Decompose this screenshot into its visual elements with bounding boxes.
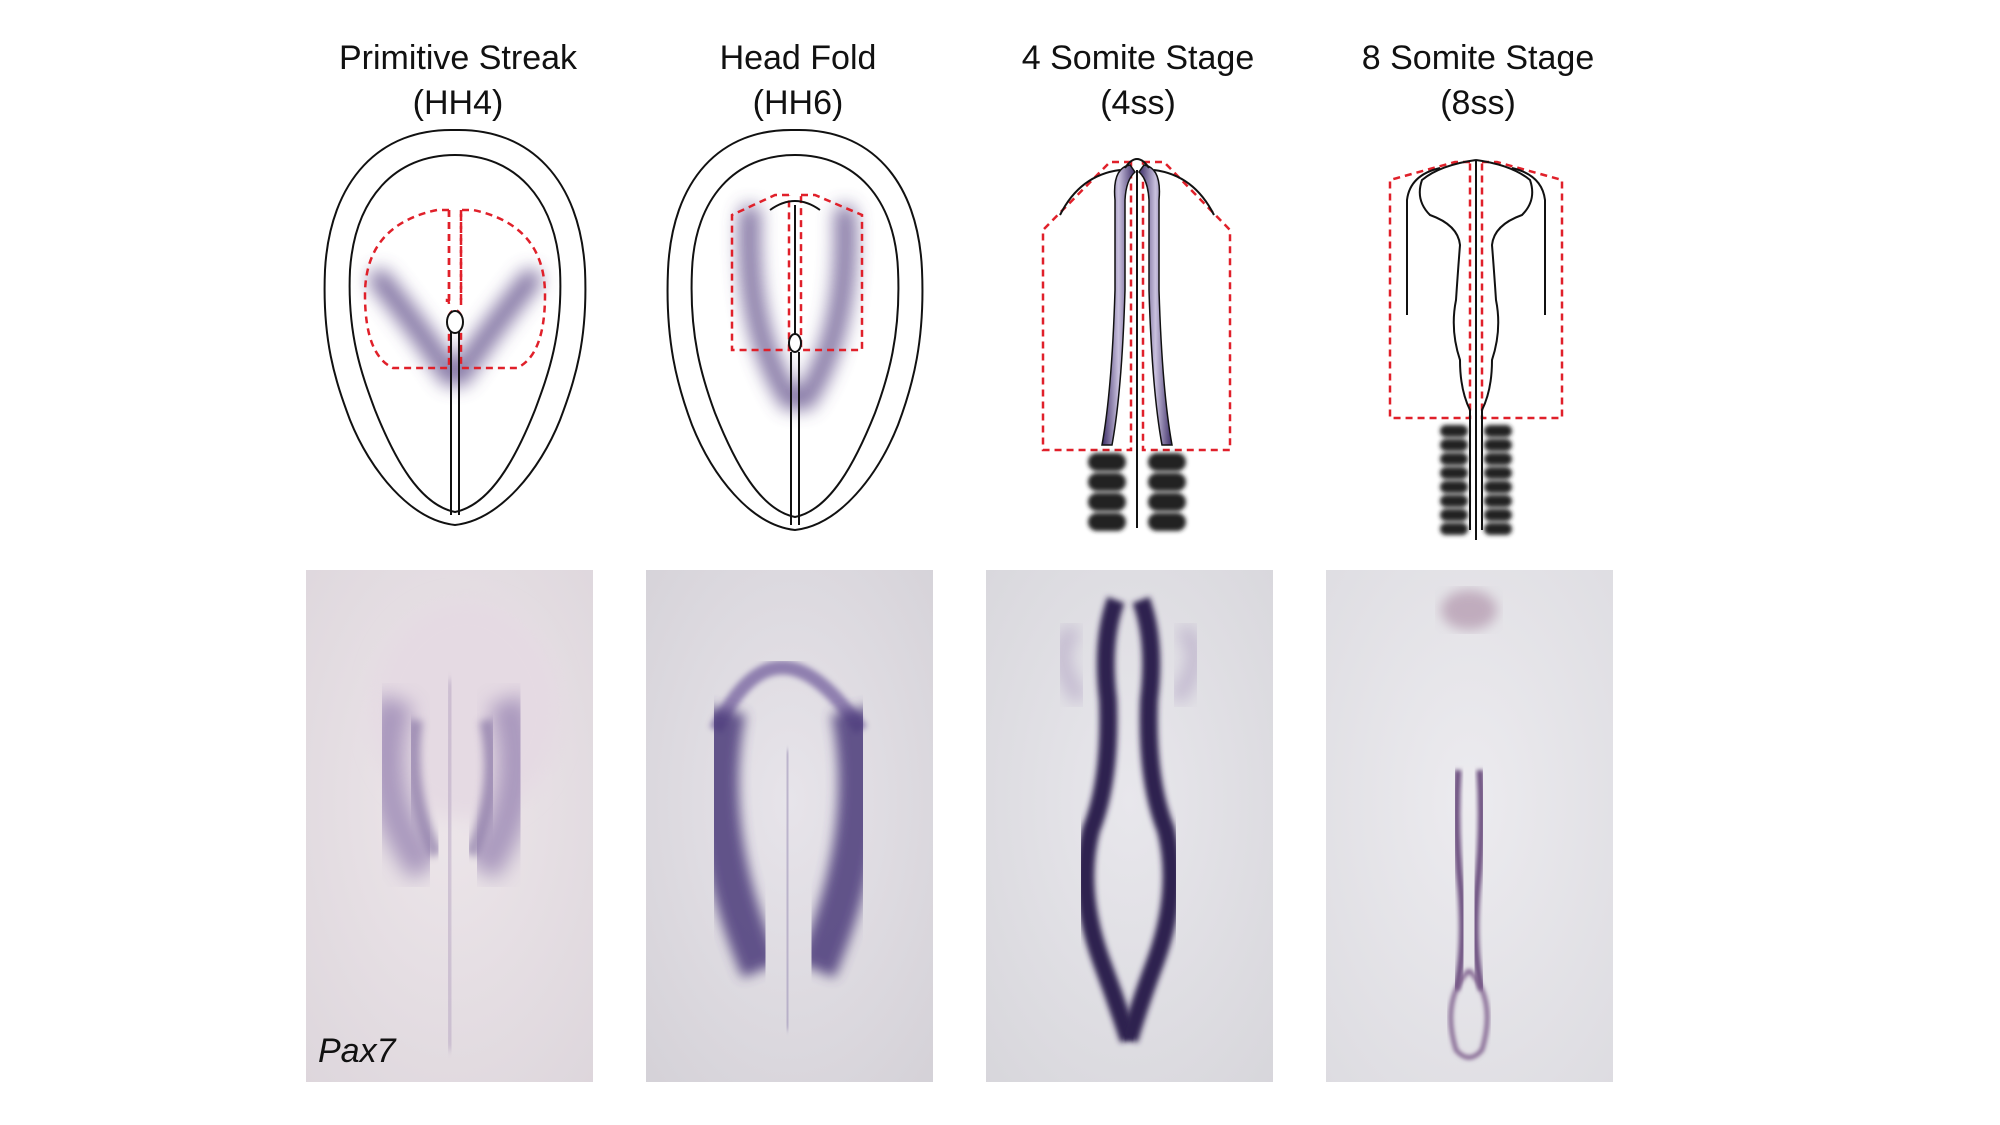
head-fold-arc [769, 200, 821, 211]
stage-name: 8 Somite Stage [1361, 39, 1595, 77]
hensens-node [788, 333, 802, 353]
neural-fold-left [1101, 164, 1137, 446]
photo-4ss [986, 570, 1273, 1082]
dashed-box [363, 208, 547, 370]
somites-left [1440, 425, 1468, 535]
stage-title-8ss: 8 Somite Stage (8ss) [1328, 36, 1628, 126]
gene-label: Pax7 [318, 1032, 396, 1070]
stage-code: (HH4) [412, 84, 504, 122]
stage-title-4ss: 4 Somite Stage (4ss) [988, 36, 1288, 126]
head-outline [1406, 167, 1441, 315]
dashed-box [1388, 160, 1564, 420]
embryo-schematics [323, 128, 1564, 540]
photo-8ss [1326, 570, 1613, 1082]
schematic-hh4 [323, 128, 587, 527]
dashed-midline [447, 210, 463, 300]
dashed-box [1041, 160, 1232, 452]
head-outline [1059, 169, 1121, 216]
schematic-8ss [1388, 159, 1564, 540]
brain-outline [1475, 159, 1534, 530]
embryo-outer-outline [666, 128, 924, 532]
stage-code: (4ss) [1100, 84, 1176, 122]
dashed-box [730, 193, 864, 352]
stage-code: (HH6) [752, 84, 844, 122]
stage-name: 4 Somite Stage [1021, 39, 1255, 77]
expression-domain [369, 269, 541, 386]
stage-name: Primitive Streak [338, 39, 578, 77]
head-outline [1124, 158, 1150, 169]
photo-hh4 [306, 570, 593, 1082]
expression-domain [739, 205, 856, 410]
head-outline [1511, 167, 1546, 315]
somites-left [1088, 453, 1126, 531]
head-outline [1153, 169, 1215, 216]
embryo-inner-outline [690, 153, 900, 519]
stage-code: (8ss) [1440, 84, 1516, 122]
stage-name: Head Fold [719, 39, 877, 77]
schematic-hh6 [666, 128, 924, 532]
schematic-4ss [1041, 158, 1232, 531]
hensens-node [446, 310, 464, 334]
brain-outline [1418, 159, 1477, 530]
stage-title-hh6: Head Fold (HH6) [648, 36, 948, 126]
embryo-inner-outline [348, 153, 562, 514]
somites-right [1148, 453, 1186, 531]
photo-hh6 [646, 570, 933, 1082]
somites-right [1484, 425, 1512, 535]
embryo-outer-outline [323, 128, 587, 527]
stage-title-hh4: Primitive Streak (HH4) [308, 36, 608, 126]
neural-fold-right [1137, 164, 1173, 446]
